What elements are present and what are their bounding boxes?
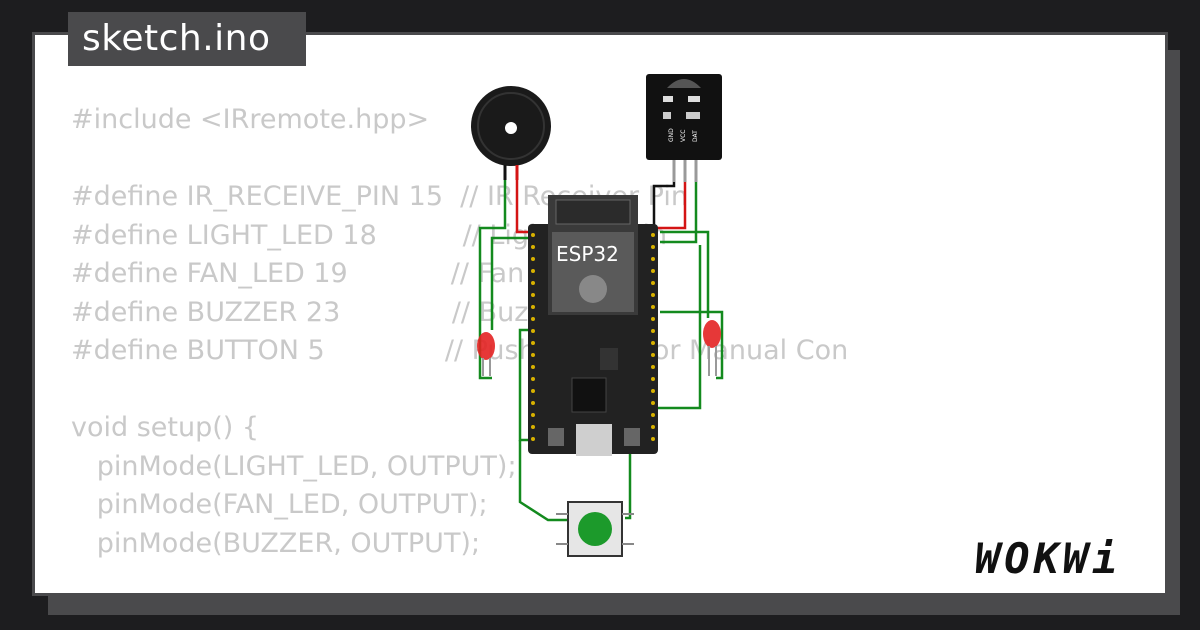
file-tab[interactable]: sketch.ino	[68, 12, 306, 66]
led-left[interactable]	[477, 332, 495, 376]
esp32-label: ESP32	[556, 242, 619, 266]
esp32-board[interactable]: ESP32	[528, 195, 658, 456]
led-right[interactable]	[703, 320, 721, 376]
code-line: void setup() {	[71, 412, 260, 443]
code-line: pinMode(LIGHT_LED, OUTPUT);	[71, 450, 517, 482]
push-button[interactable]	[556, 501, 634, 557]
code-line: pinMode(FAN_LED, OUTPUT);	[71, 489, 488, 520]
ir-pin-gnd-label: GND	[668, 128, 675, 142]
code-preview: #include <IRremote.hpp>#define IR_RECEIV…	[71, 101, 848, 563]
buzzer[interactable]	[471, 86, 551, 180]
ir-receiver-module[interactable]: GND VCC DAT	[646, 74, 722, 182]
code-line: pinMode(BUZZER, OUTPUT);	[71, 527, 481, 559]
ir-pin-dat-label: DAT	[692, 130, 699, 142]
ir-pin-vcc-label: VCC	[680, 130, 687, 142]
wokwi-logo: WOKWi	[975, 534, 1122, 583]
code-line: #include <IRremote.hpp>	[71, 104, 430, 135]
